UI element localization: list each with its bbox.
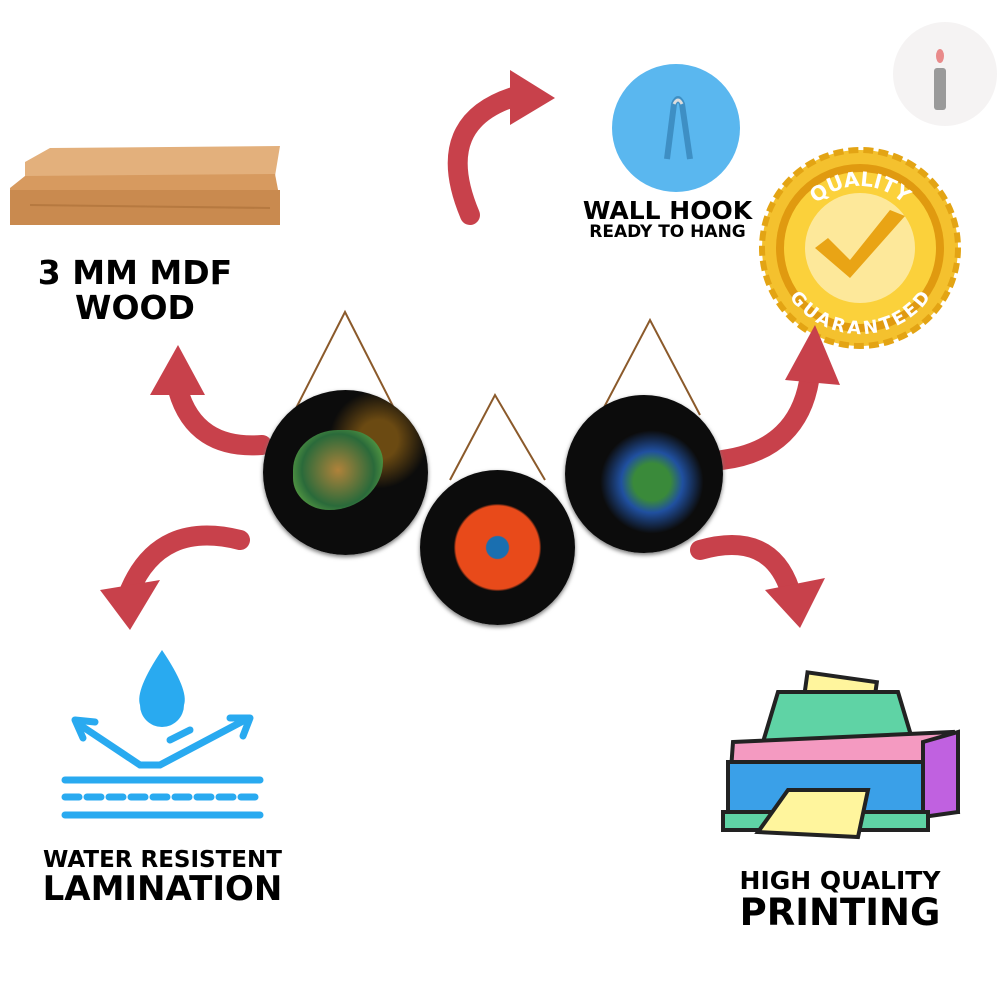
arrow-to-badge: [712, 365, 820, 470]
water-label: WATER RESISTENT LAMINATION: [30, 848, 295, 908]
wall-hook-icon: [612, 64, 740, 192]
quality-guaranteed-badge: QUALITY GUARANTEED: [759, 147, 961, 349]
wood-label: 3 MM MDF WOOD: [20, 253, 250, 327]
water-label-line2: LAMINATION: [42, 869, 283, 910]
water-resistant-icon: [61, 650, 264, 819]
logo-dot: [936, 49, 944, 63]
print-label: HIGH QUALITY PRINTING: [720, 866, 960, 935]
wood-label-line1: 3 MM MDF: [37, 253, 233, 292]
arrow-to-water: [120, 525, 250, 600]
printer-icon: [721, 670, 961, 840]
hook-label: WALL HOOK READY TO HANG: [570, 196, 765, 243]
water-label-line1: WATER RESISTENT: [43, 847, 282, 873]
print-label-line2: PRINTING: [739, 891, 941, 935]
arrow-to-hook: [447, 85, 530, 225]
wood-label-line2: WOOD: [75, 287, 195, 327]
hook-subtitle: READY TO HANG: [589, 222, 746, 243]
arrow-to-printer: [690, 535, 800, 600]
logo-stem: [934, 68, 946, 110]
brand-logo: [893, 22, 997, 126]
plaque-phoenix-center: [420, 470, 575, 625]
wood-planks-icon: [10, 146, 280, 225]
plaque-peacock-right: [565, 395, 723, 553]
print-label-line1: HIGH QUALITY: [739, 866, 941, 895]
arrow-to-wood: [168, 380, 272, 456]
plaque-peacock-left: [263, 390, 428, 555]
hook-title: WALL HOOK: [582, 196, 753, 225]
